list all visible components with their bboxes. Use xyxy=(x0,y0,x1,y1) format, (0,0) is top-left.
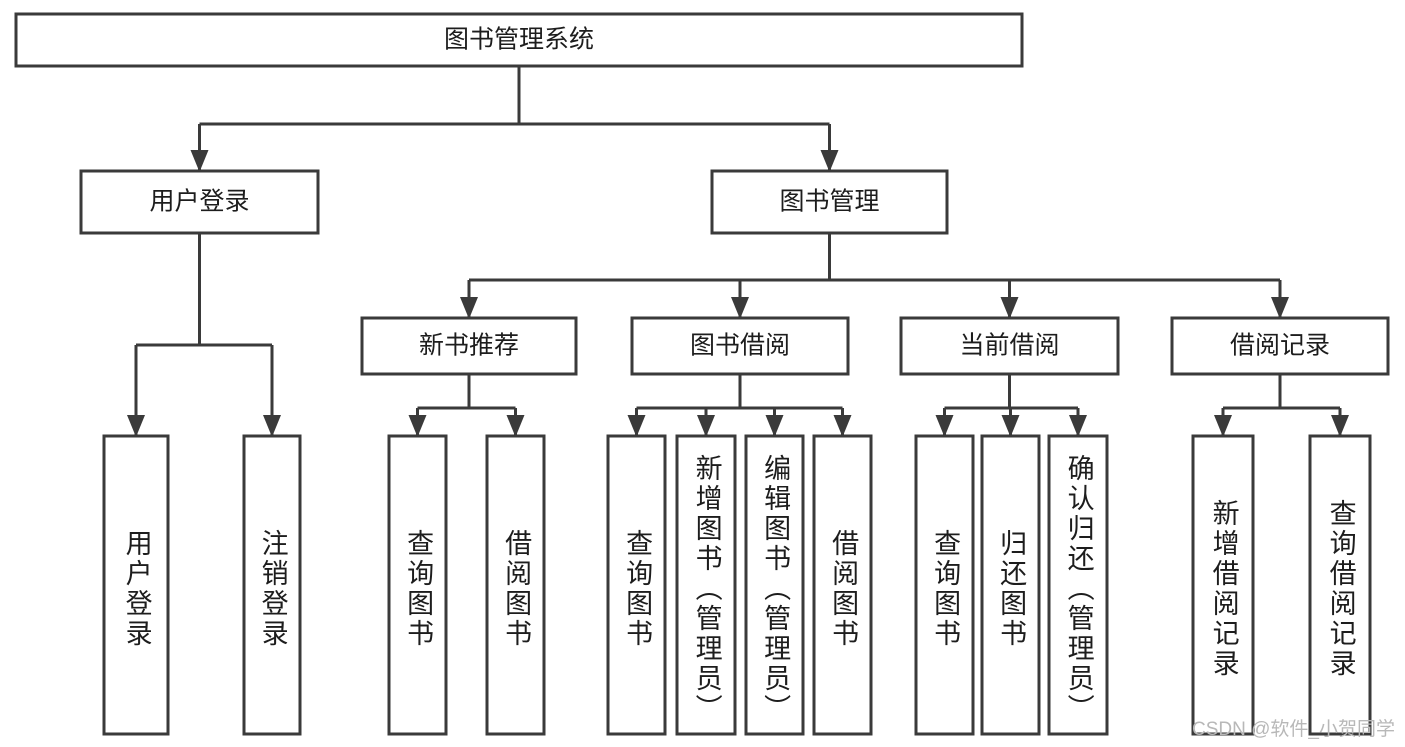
leaf-box-leaf-return-book[interactable] xyxy=(980,434,1041,736)
arrow-head-icon xyxy=(627,415,646,437)
node-box-root[interactable] xyxy=(14,12,1024,68)
node-label-current-borrow: 当前借阅 xyxy=(959,332,1059,360)
arrow-head-icon xyxy=(1001,415,1020,437)
arrow-head-icon xyxy=(820,150,839,172)
leaf-box-leaf-add-book-admin[interactable] xyxy=(675,434,737,736)
leaf-box-leaf-logout-login[interactable] xyxy=(242,434,302,736)
node-label-book-manage: 图书管理 xyxy=(779,188,879,216)
watermark-text: CSDN @软件_小贺同学 xyxy=(1192,719,1395,740)
arrow-head-icon xyxy=(1000,297,1019,319)
node-box-new-book-recommend[interactable] xyxy=(360,316,578,376)
arrow-head-icon xyxy=(765,415,784,437)
arrow-head-icon xyxy=(1271,297,1289,319)
node-label-root: 图书管理系统 xyxy=(444,26,594,54)
leaf-box-leaf-query-borrow-record[interactable] xyxy=(1308,434,1372,736)
arrow-head-icon xyxy=(1069,415,1087,437)
arrow-head-icon xyxy=(506,415,525,437)
leaf-box-leaf-borrow-book[interactable] xyxy=(812,434,873,736)
node-label-book-borrow: 图书借阅 xyxy=(690,332,790,360)
node-box-current-borrow[interactable] xyxy=(899,316,1120,376)
node-label-new-book-recommend: 新书推荐 xyxy=(419,332,519,360)
node-box-book-manage[interactable] xyxy=(710,169,949,235)
leaf-box-leaf-edit-book-admin[interactable] xyxy=(744,434,805,736)
leaf-box-leaf-query-book-current[interactable] xyxy=(914,434,975,736)
arrow-head-icon xyxy=(731,297,749,319)
leaf-box-leaf-borrow-book-rec[interactable] xyxy=(485,434,546,736)
arrow-head-icon xyxy=(127,415,145,437)
arrow-head-icon xyxy=(408,415,427,437)
arrow-head-icon xyxy=(190,150,209,172)
leaf-box-leaf-confirm-return[interactable] xyxy=(1047,434,1109,736)
arrow-head-icon xyxy=(263,415,281,437)
leaf-box-leaf-user-login[interactable] xyxy=(102,434,170,736)
arrow-head-icon xyxy=(697,415,715,437)
arrow-head-icon xyxy=(833,415,852,437)
leaf-box-leaf-add-borrow-record[interactable] xyxy=(1191,434,1255,736)
arrow-head-icon xyxy=(1214,415,1232,437)
leaf-box-leaf-query-book-borrow[interactable] xyxy=(606,434,667,736)
node-box-user-login[interactable] xyxy=(79,169,320,235)
leaf-box-leaf-query-book-rec[interactable] xyxy=(387,434,448,736)
node-box-borrow-record[interactable] xyxy=(1170,316,1390,376)
node-label-user-login: 用户登录 xyxy=(149,188,249,216)
arrow-head-icon xyxy=(935,415,954,437)
node-label-borrow-record: 借阅记录 xyxy=(1230,332,1330,360)
node-box-book-borrow[interactable] xyxy=(630,316,850,376)
arrow-head-icon xyxy=(1331,415,1349,437)
arrow-head-icon xyxy=(460,297,478,319)
